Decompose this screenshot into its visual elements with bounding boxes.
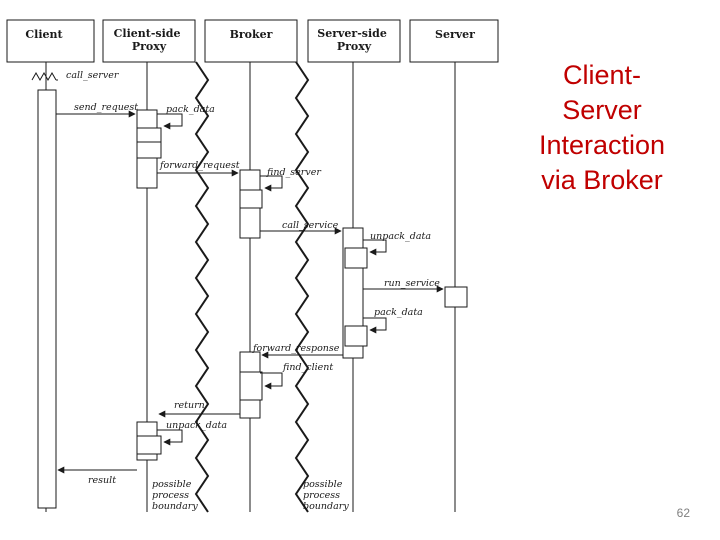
label-find-client: find_client [282, 362, 333, 373]
arrow-find-client [260, 372, 283, 390]
participant-headers [6, 19, 499, 63]
boundary-note-right: possible process boundary [303, 479, 349, 512]
participant-server: Server [435, 28, 475, 41]
activation-server [444, 286, 468, 308]
label-pack-data-server: pack_data [374, 307, 423, 318]
arrow-find-server [260, 175, 283, 192]
participant-server-side-proxy: Server-side Proxy [317, 27, 390, 53]
process-boundary-left [194, 61, 210, 513]
arrow-pack-data-server [363, 317, 387, 334]
arrow-unpack-data-client [157, 429, 183, 446]
participant-client-side-proxy-line-2: Proxy [132, 40, 167, 53]
label-result: result [88, 475, 116, 486]
label-forward-response: forward_response [252, 343, 340, 354]
boundary-note-right-line-1: possible [303, 479, 343, 490]
label-send-request: send_request [74, 102, 138, 113]
label-unpack-data-client: unpack_data [166, 420, 227, 431]
label-forward-request: forward_request [159, 160, 240, 171]
participant-server-side-proxy-line-2: Proxy [337, 40, 372, 53]
activations [37, 89, 468, 509]
participant-server-side-proxy-line-1: Server-side [317, 27, 387, 40]
page-number: 62 [676, 506, 690, 520]
boundary-note-right-line-3: boundary [303, 501, 349, 512]
label-unpack-data-server: unpack_data [370, 231, 431, 242]
participant-client-line-1: Client [25, 28, 63, 41]
header-box-client-side-proxy [102, 19, 196, 63]
label-call-server: call_server [66, 70, 120, 81]
call-server-entry-mark [31, 71, 57, 82]
activation-sproxy-1-self-a [344, 247, 368, 269]
participant-broker: Broker [230, 28, 273, 41]
participant-client-side-proxy-line-1: Client-side [114, 27, 181, 40]
process-boundaries [194, 61, 310, 513]
boundary-note-left-line-2: process [152, 490, 189, 501]
boundary-note-left: possible process boundary [152, 479, 198, 512]
participant-client: Client [25, 28, 63, 41]
sequence-diagram: Client Client-side Proxy Broker Server-s… [6, 19, 499, 513]
activation-proxy-1-self-b [136, 141, 162, 159]
activation-sproxy-1-self-b [344, 325, 368, 347]
boundary-note-left-line-3: boundary [152, 501, 198, 512]
activation-broker-2-self [239, 371, 263, 401]
process-boundary-right [294, 61, 310, 513]
label-call-service: call_service [282, 220, 339, 231]
label-pack-data: pack_data [166, 104, 215, 115]
activation-proxy-2-self [136, 435, 162, 455]
participant-broker-line-1: Broker [230, 28, 273, 41]
boundary-note-right-line-2: process [303, 490, 340, 501]
boundary-note-left-line-1: possible [152, 479, 192, 490]
label-run-service: run_service [384, 278, 440, 289]
activation-client [37, 89, 57, 509]
header-box-client [6, 19, 95, 63]
participant-client-side-proxy: Client-side Proxy [114, 27, 185, 53]
activation-broker-1-self [239, 189, 263, 209]
header-box-server [409, 19, 499, 63]
arrow-pack-data [157, 113, 183, 130]
header-box-broker [204, 19, 298, 63]
header-box-server-side-proxy [307, 19, 401, 63]
participant-server-line-1: Server [435, 28, 475, 41]
message-arrows [56, 79, 444, 474]
label-find-server: find_server [266, 167, 322, 178]
slide-title: Client- Server Interaction via Broker [538, 60, 666, 195]
label-return: return [174, 400, 205, 411]
arrow-unpack-data-server [363, 239, 387, 256]
activation-proxy-1-self-a [136, 127, 162, 143]
